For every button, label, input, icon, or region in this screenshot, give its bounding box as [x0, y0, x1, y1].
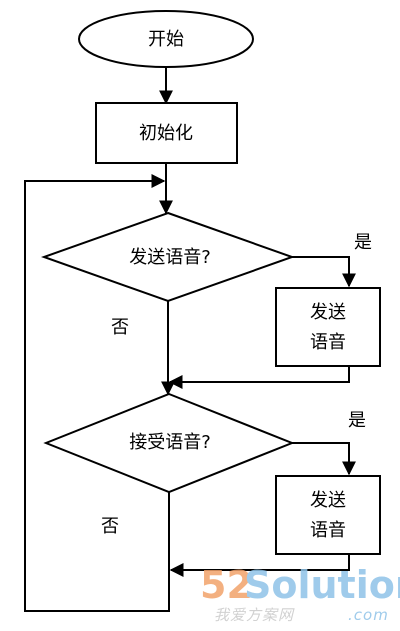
send-yes-label: 是: [354, 232, 372, 253]
receive-yes-label: 是: [348, 410, 366, 431]
init-label: 初始化: [139, 123, 193, 144]
send-voice-process-1: [275, 287, 381, 367]
edge-merge-2: [169, 554, 350, 577]
send-voice-1-line-2: 语音: [310, 332, 346, 353]
edge-merge-1: [168, 366, 350, 389]
edge-loop-back: [24, 174, 170, 612]
send-voice-2-line-2: 语音: [310, 520, 346, 541]
send-voice-process-2: [275, 475, 381, 555]
send-no-label: 否: [111, 317, 129, 338]
receive-no-label: 否: [101, 516, 119, 537]
watermark-brand-text: Solution: [244, 563, 400, 607]
watermark: 52 Solution 我爱方案网 .com: [200, 563, 400, 624]
watermark-brand-digits: 52: [200, 563, 253, 607]
send-voice-2-line-1: 发送: [310, 490, 346, 511]
decision-send-label: 发送语音?: [129, 247, 211, 268]
decision-receive-label: 接受语音?: [129, 432, 211, 453]
edge-receive-yes: [292, 442, 356, 476]
watermark-domain: .com: [348, 606, 389, 624]
watermark-sub-text: 我爱方案网: [214, 606, 295, 624]
init-process: [95, 102, 238, 164]
send-voice-1-line-1: 发送: [310, 302, 346, 323]
edge-send-yes: [292, 256, 356, 288]
start-label: 开始: [148, 29, 184, 50]
